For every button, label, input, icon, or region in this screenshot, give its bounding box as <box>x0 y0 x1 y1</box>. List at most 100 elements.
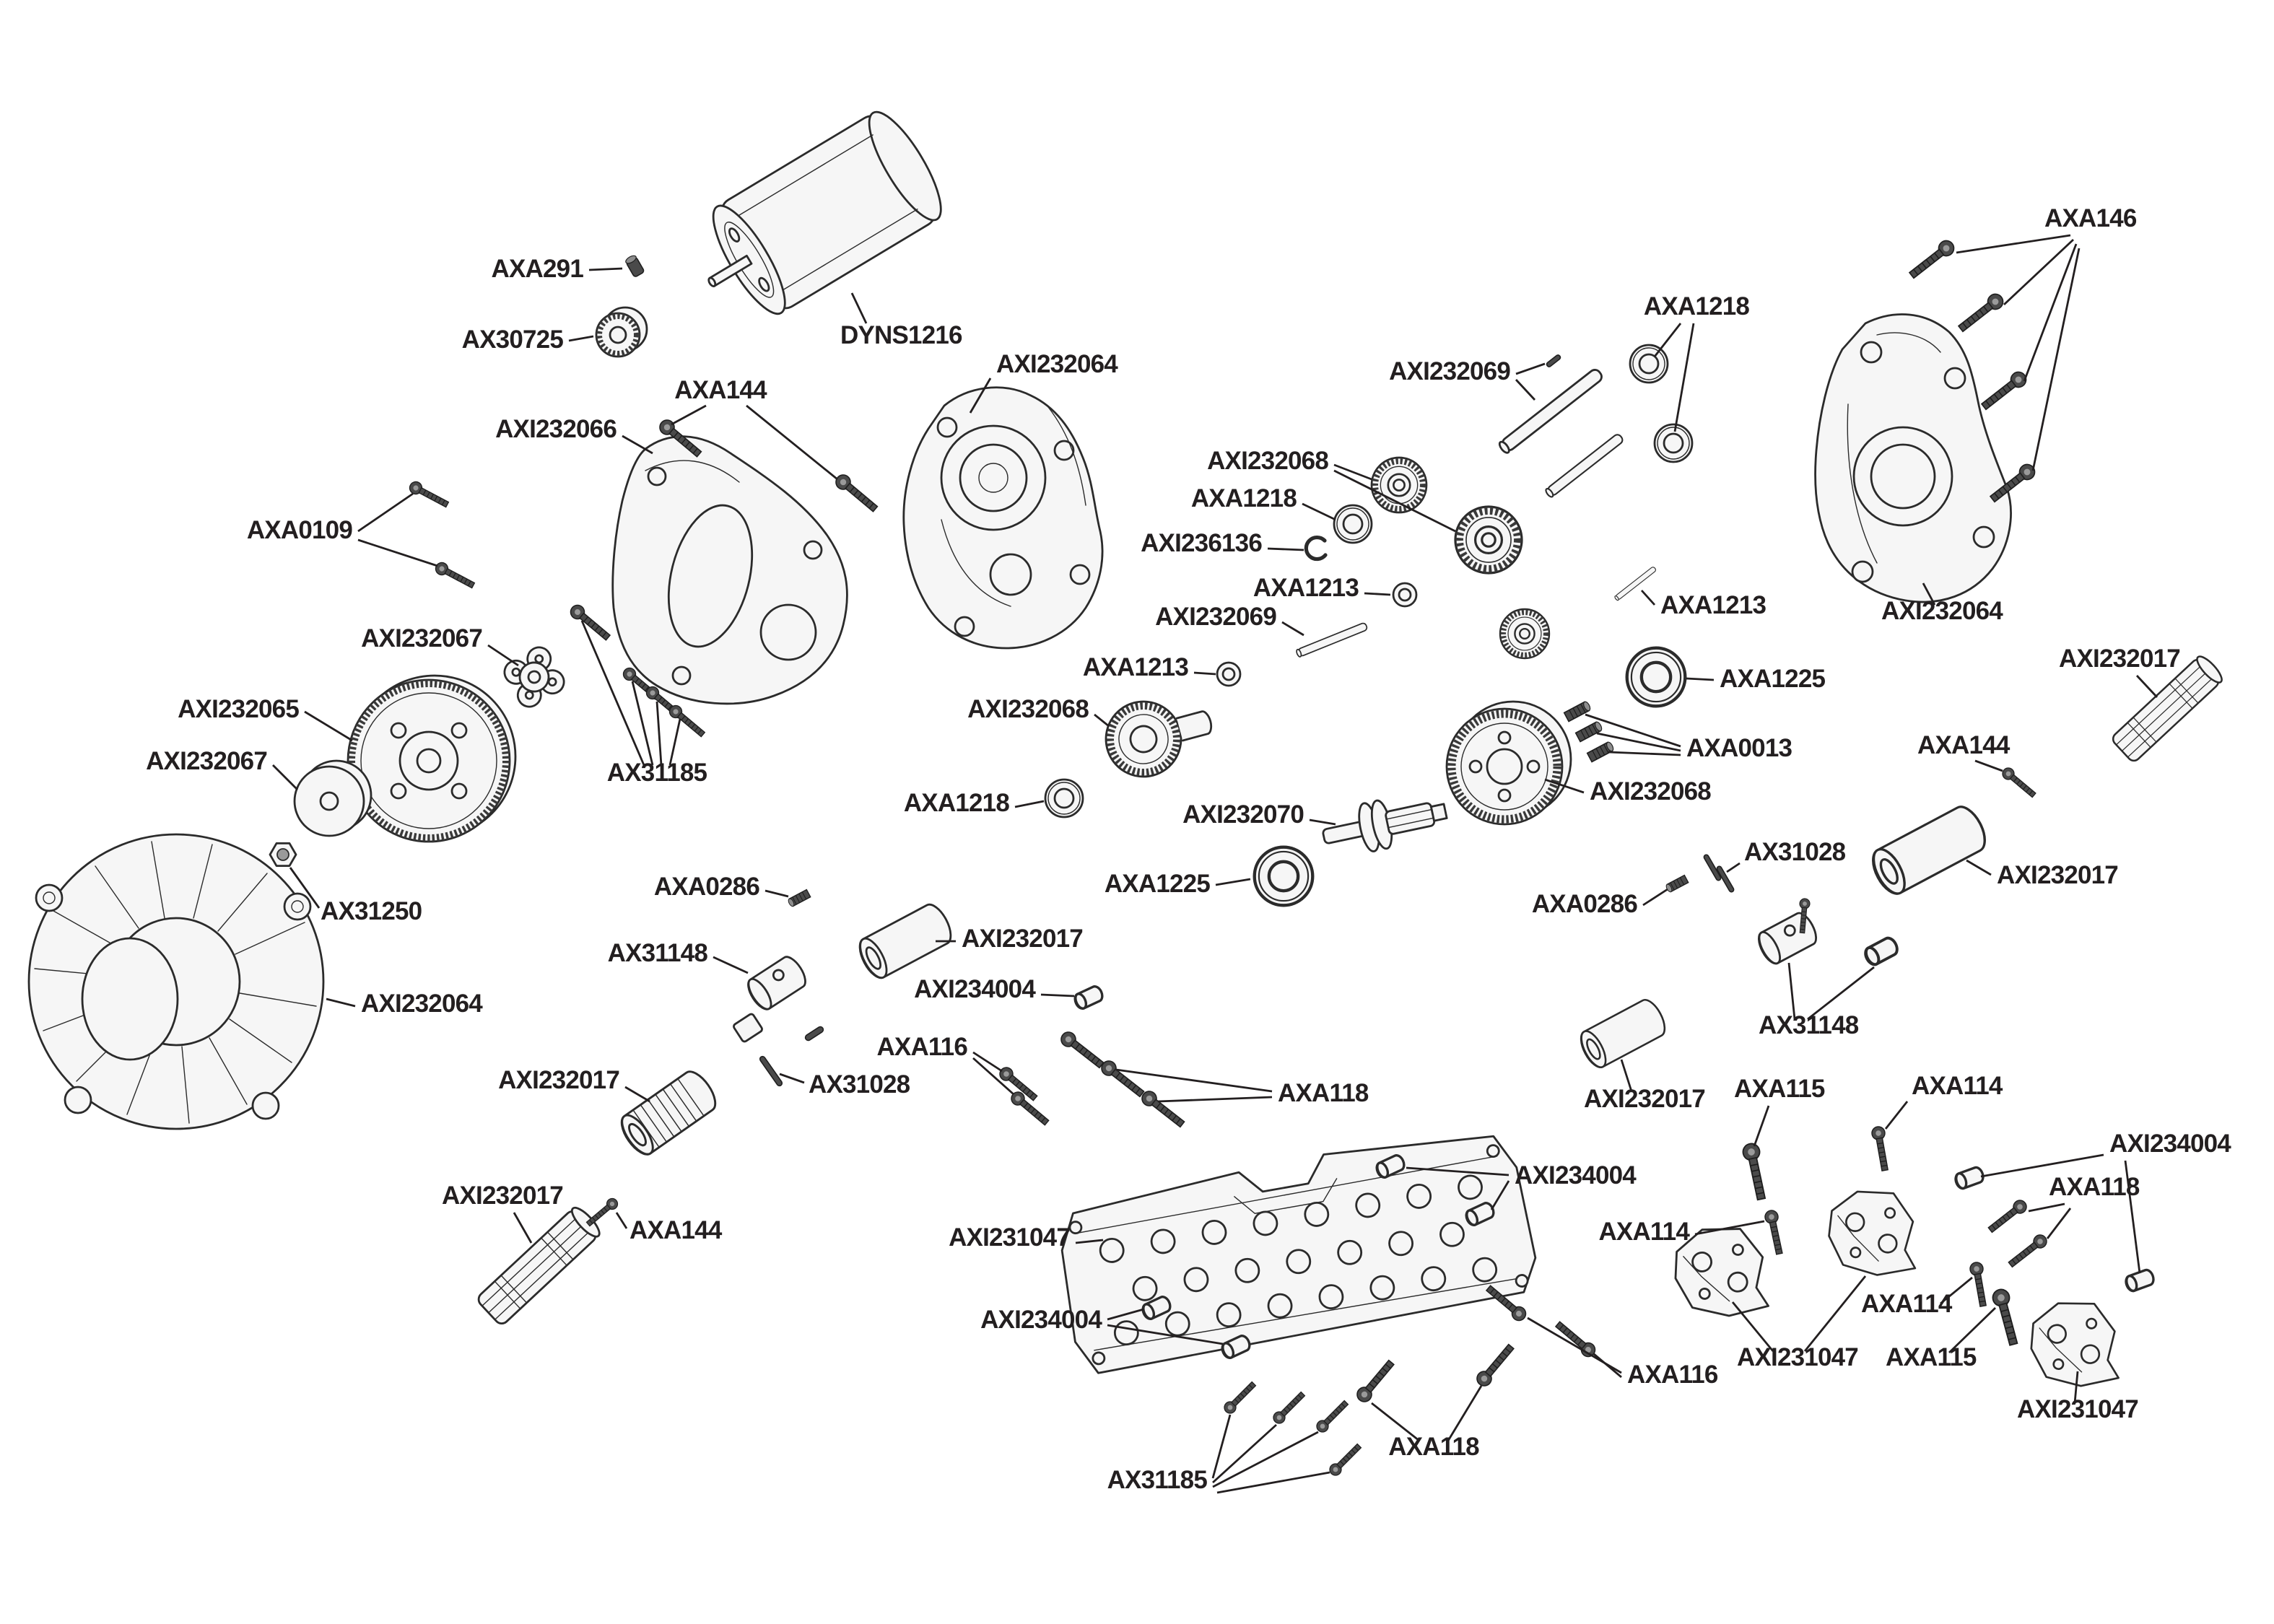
leader-line <box>1956 234 2071 254</box>
knurled-coupler-part <box>614 1065 723 1161</box>
leader-line <box>1216 1471 1330 1494</box>
part-label-axi232067-spider: AXI232067 <box>361 624 519 667</box>
part-number-text: AXA144 <box>1917 731 2011 759</box>
leader-line <box>1333 469 1456 533</box>
part-number-text: AX31250 <box>321 897 422 925</box>
part-label-axi232068-top: AXI232068 <box>1207 447 1456 533</box>
part-label-axi232070: AXI232070 <box>1182 800 1336 829</box>
leader-line <box>969 377 992 414</box>
part-number-text: AXI231047 <box>2017 1395 2138 1423</box>
part-number-text: AXI232064 <box>996 350 1118 378</box>
part-number-text: AXA1225 <box>1105 870 1210 898</box>
leader-line <box>655 701 663 766</box>
leader-line <box>668 718 681 766</box>
pin-part <box>1703 854 1722 881</box>
part-number-text: AXA1213 <box>1083 653 1188 681</box>
part-label-axa144-right: AXA144 <box>1917 731 2011 772</box>
part-label-axa115-bottom: AXA115 <box>1886 1306 1996 1371</box>
skid-plate-part <box>1060 1135 1537 1374</box>
part-number-text: AX31028 <box>809 1070 910 1099</box>
part-label-ax31028-left: AX31028 <box>779 1070 910 1099</box>
transmission-gear-part <box>1372 458 1426 512</box>
part-number-text: AXI232066 <box>495 415 617 443</box>
leader-line <box>972 1057 1014 1096</box>
coupler-cube-part <box>733 1013 763 1043</box>
e-clip-part <box>1304 535 1328 562</box>
part-number-text: AXI232067 <box>361 624 482 652</box>
part-number-text: AX31148 <box>1759 1011 1859 1039</box>
part-label-axa1225-right: AXA1225 <box>1686 665 1826 693</box>
part-label-ax31028-right: AX31028 <box>1726 838 1846 873</box>
leader-line <box>1593 1353 1622 1379</box>
part-label-axa118-top: AXA118 <box>1115 1068 1369 1107</box>
part-label-ax31185-bottom: AX31185 <box>1107 1414 1330 1494</box>
part-number-text: AXA1218 <box>1644 292 1749 320</box>
leader-line <box>1596 732 1681 752</box>
part-number-text: AXI232068 <box>1207 447 1328 475</box>
leader-line <box>1922 582 1936 606</box>
leader-line <box>357 538 438 567</box>
part-label-axa146: AXA146 <box>1956 204 2138 471</box>
motor-part <box>707 110 942 315</box>
set-pin-part <box>1546 354 1561 367</box>
part-number-text: AXA1213 <box>1660 591 1766 619</box>
leader-line <box>1515 362 1546 375</box>
part-number-text: AXA116 <box>876 1033 967 1061</box>
slipper-pad-part <box>293 759 373 837</box>
part-number-text: AXI232067 <box>146 747 267 775</box>
part-label-axa118-right: AXA118 <box>2028 1173 2140 1239</box>
part-number-text: AXA118 <box>1388 1433 1479 1461</box>
leader-line <box>1608 751 1681 756</box>
part-number-text: AXA0013 <box>1686 734 1792 762</box>
leader-line <box>1544 778 1585 794</box>
part-number-text: AXA291 <box>492 255 584 283</box>
leader-line <box>1115 1068 1273 1093</box>
leader-line <box>1281 621 1304 637</box>
part-label-ax31250: AX31250 <box>289 867 422 925</box>
part-label-axa115-top: AXA115 <box>1734 1075 1826 1147</box>
leader-line <box>1490 1180 1510 1210</box>
part-label-axa1213-right: AXA1213 <box>1640 590 1767 619</box>
part-number-text: AXI232070 <box>1182 800 1304 829</box>
leader-line <box>1014 800 1045 808</box>
part-label-axa1213-b: AXA1213 <box>1083 653 1216 681</box>
bearing-part <box>1629 344 1669 384</box>
part-number-text: AXI232065 <box>178 695 299 723</box>
leader-line <box>1726 862 1741 873</box>
part-number-text: AXA1213 <box>1253 574 1359 602</box>
part-number-text: AXA144 <box>630 1216 723 1244</box>
part-label-axi232065: AXI232065 <box>178 695 353 742</box>
leader-line <box>1585 713 1681 748</box>
part-label-axa1218-mid: AXA1218 <box>1191 484 1336 521</box>
leader-line <box>304 710 353 742</box>
leader-line <box>2003 238 2074 306</box>
part-label-axi232067-pad: AXI232067 <box>146 747 298 790</box>
part-number-text: AXI232017 <box>962 925 1083 953</box>
leader-line <box>1040 993 1075 997</box>
part-label-axa1213-a: AXA1213 <box>1253 574 1391 602</box>
leader-line <box>1267 547 1304 551</box>
leader-line <box>1694 1220 1765 1236</box>
part-number-text: AXA0286 <box>654 873 759 901</box>
part-label-axa118-bottom: AXA118 <box>1371 1385 1483 1461</box>
leader-line <box>289 867 321 909</box>
motor-grub-screw-part <box>625 255 645 277</box>
roll-pin-part <box>804 1026 824 1042</box>
part-label-axi234004-b: AXI234004 <box>980 1306 1224 1345</box>
leader-line <box>1107 1324 1224 1345</box>
leader-line <box>746 404 838 481</box>
leader-line <box>1094 713 1110 728</box>
part-number-text: AXI232017 <box>1584 1085 1705 1113</box>
part-label-axi232017-d: AXI232017 <box>2059 645 2181 698</box>
part-number-text: AXA0109 <box>247 516 352 544</box>
leader-line <box>1406 1166 1510 1176</box>
part-label-axa144-top: AXA144 <box>671 376 838 481</box>
motor-plate-part <box>611 435 848 705</box>
part-number-text: AXI234004 <box>914 975 1036 1003</box>
part-number-text: AXI236136 <box>1141 529 1262 557</box>
part-number-text: AXA115 <box>1734 1075 1825 1103</box>
slipper-spider-part <box>503 646 565 708</box>
part-number-text: AXI232017 <box>498 1066 619 1094</box>
leader-line <box>272 764 298 790</box>
